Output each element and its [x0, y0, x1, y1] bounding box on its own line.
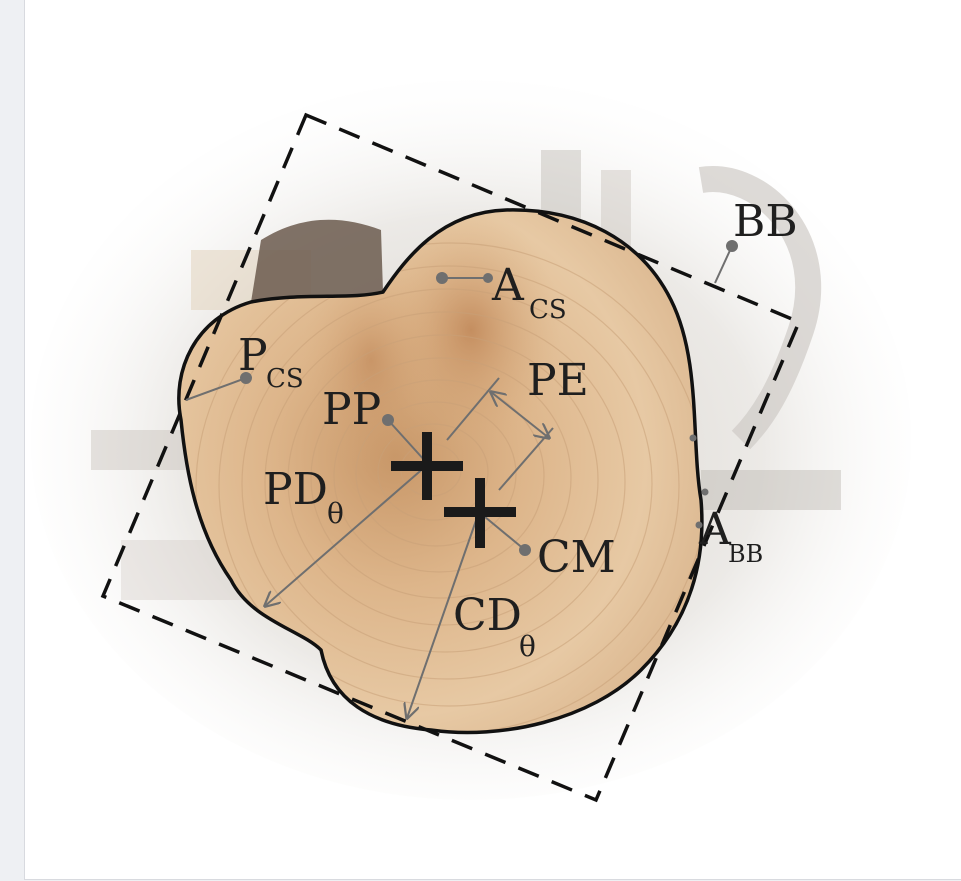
label-a-cs: A — [491, 260, 525, 311]
label-cd-theta: CD — [453, 590, 522, 641]
label-p-cs: P — [238, 330, 268, 381]
label-pp: PP — [322, 384, 381, 435]
pp-dot — [383, 415, 393, 425]
label-p-cs-sub: CS — [266, 364, 304, 394]
label-pd-theta-sub: θ — [327, 497, 344, 530]
label-cd-theta-sub: θ — [519, 630, 536, 663]
log-cross-section-diagram: BB A CS P CS PP PE PD θ CM CD θ A BB — [25, 0, 961, 879]
label-pd-theta: PD — [263, 464, 328, 515]
cm-dot — [520, 545, 530, 555]
label-cm: CM — [537, 532, 616, 583]
label-a-bb: A — [698, 504, 732, 555]
label-bb: BB — [733, 196, 798, 247]
label-a-bb-sub: BB — [728, 540, 763, 568]
label-a-cs-sub: CS — [529, 295, 567, 325]
label-pe: PE — [527, 355, 589, 406]
a-cs-dot-right — [484, 274, 492, 282]
a-cs-dot-left — [437, 273, 447, 283]
figure-canvas: BB A CS P CS PP PE PD θ CM CD θ A BB — [24, 0, 961, 880]
